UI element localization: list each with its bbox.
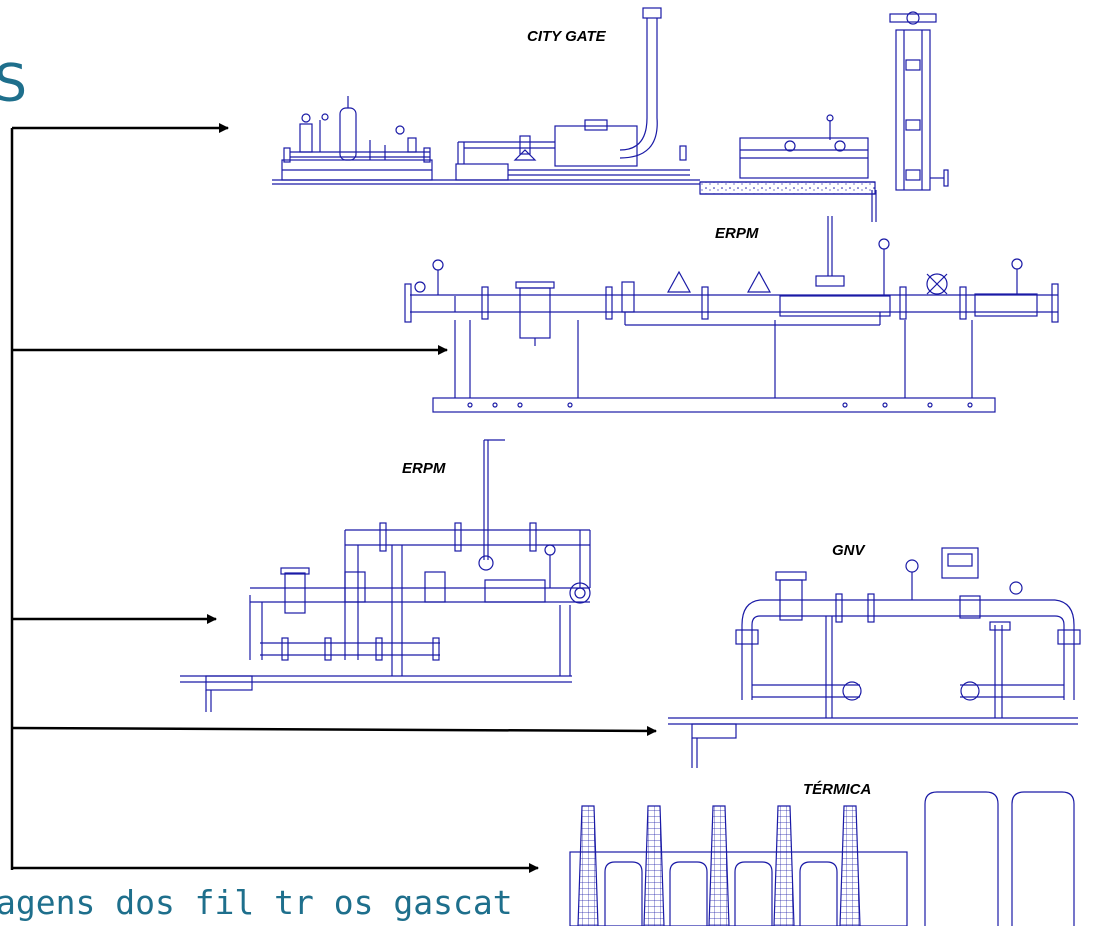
gnv-drawing [668,547,1081,768]
label-termica: TÉRMICA [803,781,872,798]
termica-drawing [569,791,1075,927]
label-gnv: GNV [832,542,865,559]
erpm-top-drawing [404,216,1059,413]
erpm-middle-drawing [180,439,591,712]
arrow-to-gnv [11,725,657,736]
label-erpm-middle: ERPM [402,460,446,477]
label-city-gate: CITY GATE [527,28,606,45]
label-erpm-top: ERPM [715,225,759,242]
arrow-bracket [10,123,657,873]
caption-text: agens dos fil tr os gascat [0,883,513,922]
heading-fragment: S [0,54,28,114]
city-gate-drawing [272,7,949,222]
